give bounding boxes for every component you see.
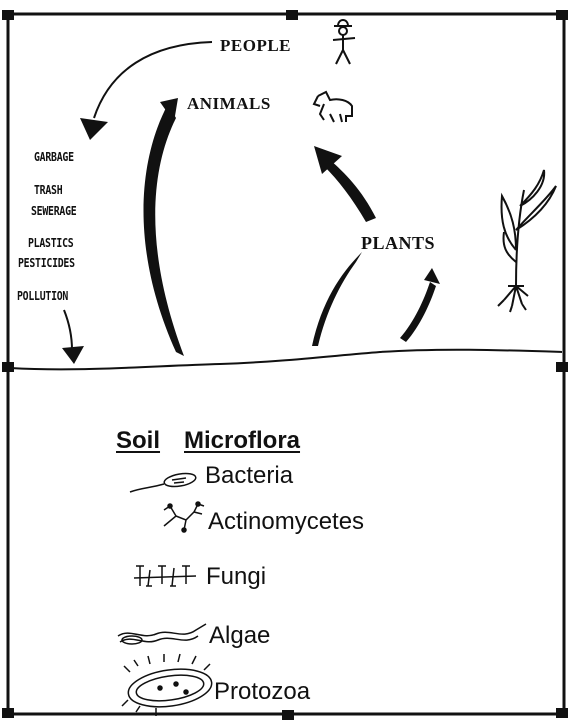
label-pesticides: PESTICIDES <box>18 256 75 270</box>
soil-to-plants-small-arrowhead <box>424 268 440 284</box>
actinomycetes-icon <box>164 502 204 532</box>
cow-icon <box>314 92 352 122</box>
soil-to-plants-small-arrow <box>400 282 436 342</box>
protozoa-icon <box>122 654 214 716</box>
pollution-to-soil-arrowhead <box>62 346 84 364</box>
label-pollution: POLLUTION <box>17 289 68 303</box>
organism-protozoa: Protozoa <box>214 678 310 706</box>
label-plants: PLANTS <box>361 233 435 254</box>
organism-algae: Algae <box>209 622 270 650</box>
soil-to-plants-arrow <box>312 252 362 346</box>
label-garbage: GARBAGE <box>34 150 74 164</box>
algae-icon <box>118 624 206 644</box>
label-plastics: PLASTICS <box>28 236 73 250</box>
label-sewerage: SEWERAGE <box>31 204 76 218</box>
soil-title-word-microflora: Microflora <box>184 427 300 455</box>
animals-to-soil-arrow <box>144 104 185 356</box>
plants-to-animals-arrow <box>324 160 376 222</box>
diagram-border <box>8 14 564 714</box>
border-tabs <box>2 10 568 720</box>
people-to-waste-arrowhead <box>80 118 108 140</box>
organism-fungi: Fungi <box>206 563 266 591</box>
label-animals: ANIMALS <box>187 94 271 114</box>
label-trash: TRASH <box>34 183 62 197</box>
plant-icon <box>498 170 556 312</box>
person-icon <box>333 20 355 64</box>
organism-actinomycetes: Actinomycetes <box>208 508 364 536</box>
ground-line <box>10 350 562 370</box>
fungi-icon <box>134 566 196 586</box>
organism-bacteria: Bacteria <box>205 462 293 490</box>
label-people: PEOPLE <box>220 36 291 56</box>
soil-title-word-soil: Soil <box>116 427 160 455</box>
pollution-to-soil-arrow <box>64 310 72 350</box>
bacteria-icon <box>130 471 197 492</box>
